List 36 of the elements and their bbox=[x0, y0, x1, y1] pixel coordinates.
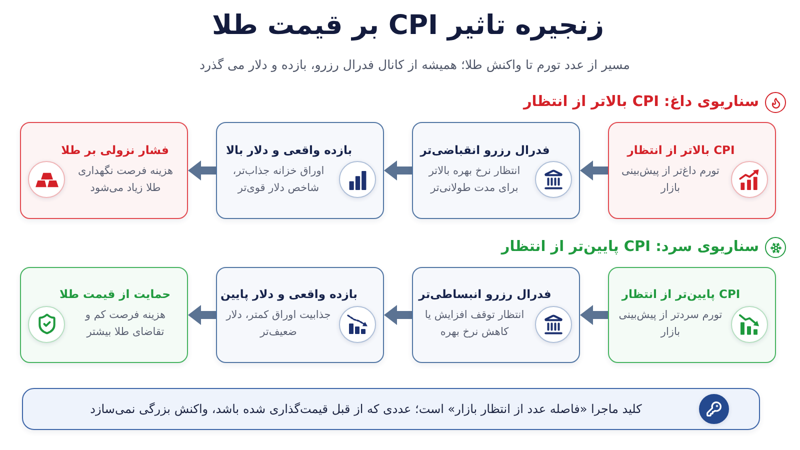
card-title: فدرال رزرو انقباضی‌تر bbox=[420, 142, 550, 158]
arrow bbox=[580, 305, 608, 325]
card-title: CPI پایین‌تر از انتظار bbox=[622, 287, 740, 302]
note-banner bbox=[22, 388, 760, 430]
scenario-heading: سناریوی داغ: CPI بالاتر از انتظار bbox=[523, 93, 759, 112]
title: زنجیره تاثیر CPI بر قیمت طلا bbox=[212, 9, 604, 43]
card-title: فشار نزولی بر طلا bbox=[61, 142, 169, 158]
subtitle: مسیر از عدد تورم تا واکنش طلا؛ همیشه از کانال فدرال رزرو، بازده و دلار می گذرد bbox=[199, 56, 630, 74]
step-card bbox=[412, 122, 580, 219]
card-title: CPI بالاتر از انتظار bbox=[627, 142, 735, 158]
card-text: انتظار نرخ بهره بالاتر برای مدت طولانی‌تر bbox=[428, 164, 522, 196]
card-text: جذابیت اوراق کمتر، دلار ضعیف‌تر bbox=[224, 308, 332, 340]
note-text: کلید ماجرا «فاصله عدد از انتظار بازار» است؛ عددی که از قبل قیمت‌گذاری شده باشد، واکنش بزرگی نمی‌سازد bbox=[89, 400, 643, 418]
card-title: فدرال رزرو انبساطی‌تر bbox=[418, 287, 552, 302]
scenario-card bbox=[608, 267, 776, 363]
card-title: حمایت از قیمت طلا bbox=[59, 287, 171, 302]
scenario-heading: سناریوی سرد: CPI پایین‌تر از انتظار bbox=[501, 238, 759, 258]
card-title: بازده واقعی و دلار پایین bbox=[220, 287, 358, 302]
arrow bbox=[188, 305, 216, 325]
arrow bbox=[188, 160, 216, 180]
card-text: انتظار توقف افزایش یا کاهش نرخ بهره bbox=[424, 308, 526, 340]
card-text: تورم داغ‌تر از پیش‌بینی بازار bbox=[620, 164, 720, 196]
scenario-card bbox=[608, 122, 776, 219]
step-card bbox=[216, 122, 384, 219]
card-text: اوراق خزانه جذاب‌تر، شاخص دلار قوی‌تر bbox=[232, 164, 326, 196]
arrow bbox=[580, 160, 608, 180]
step-card bbox=[216, 267, 384, 363]
step-card bbox=[412, 267, 580, 363]
card-title: بازده واقعی و دلار بالا bbox=[226, 142, 352, 158]
result-card bbox=[20, 122, 188, 219]
arrow bbox=[384, 160, 412, 180]
result-card bbox=[20, 267, 188, 363]
card-text: هزینه فرصت نگهداری طلا زیاد می‌شود bbox=[76, 164, 174, 196]
arrow bbox=[384, 305, 412, 325]
card-text: تورم سردتر از پیش‌بینی بازار bbox=[618, 308, 724, 340]
card-text: هزینه فرصت کم و تقاضای طلا بیشتر bbox=[84, 308, 167, 340]
